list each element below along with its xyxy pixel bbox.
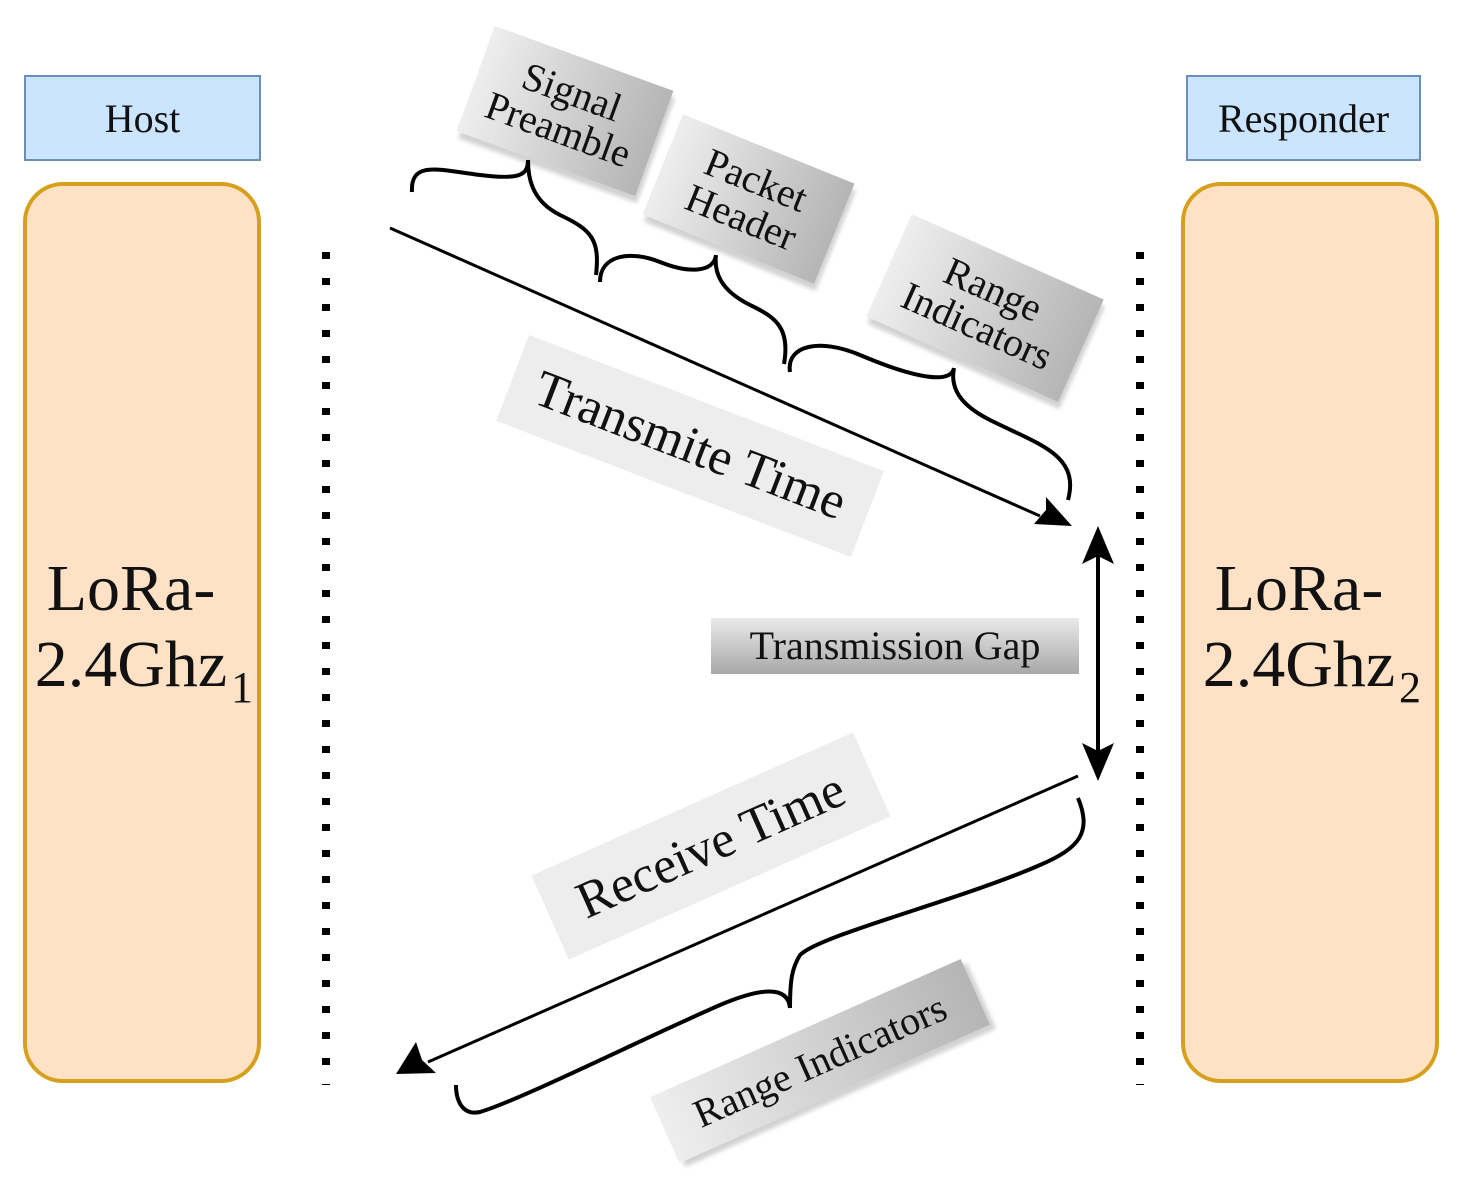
host-device-index: 1 bbox=[231, 663, 253, 713]
transmit-arrowhead bbox=[1034, 497, 1072, 526]
gap-arrowhead-up bbox=[1082, 526, 1114, 564]
responder-title-text: Responder bbox=[1217, 95, 1390, 141]
host-device-name: LoRa-2.4Ghz bbox=[34, 552, 228, 702]
host-title: Host bbox=[24, 75, 261, 161]
transmit-arrow-line bbox=[389, 226, 1041, 518]
transmission-gap-label: Transmission Gap bbox=[711, 618, 1079, 674]
responder-device: LoRa-2.4Ghz2 bbox=[1181, 182, 1439, 1083]
host-title-text: Host bbox=[104, 95, 181, 141]
host-device: LoRa-2.4Ghz1 bbox=[23, 182, 261, 1083]
responder-device-label: LoRa-2.4Ghz2 bbox=[1199, 551, 1421, 713]
responder-title: Responder bbox=[1186, 75, 1421, 161]
signal-preamble-brace bbox=[409, 159, 599, 276]
range-indicators-top-brace bbox=[787, 343, 1072, 501]
responder-device-name: LoRa-2.4Ghz bbox=[1202, 552, 1396, 702]
packet-header-brace bbox=[598, 253, 788, 365]
host-device-label: LoRa-2.4Ghz1 bbox=[31, 551, 253, 713]
receive-arrowhead bbox=[396, 1042, 436, 1074]
gap-arrowhead-down bbox=[1082, 743, 1114, 781]
range-indicators-bottom-brace bbox=[454, 797, 1086, 1115]
responder-device-index: 2 bbox=[1399, 663, 1421, 713]
transmission-gap-text: Transmission Gap bbox=[749, 623, 1041, 668]
receive-arrow-line bbox=[427, 774, 1079, 1064]
